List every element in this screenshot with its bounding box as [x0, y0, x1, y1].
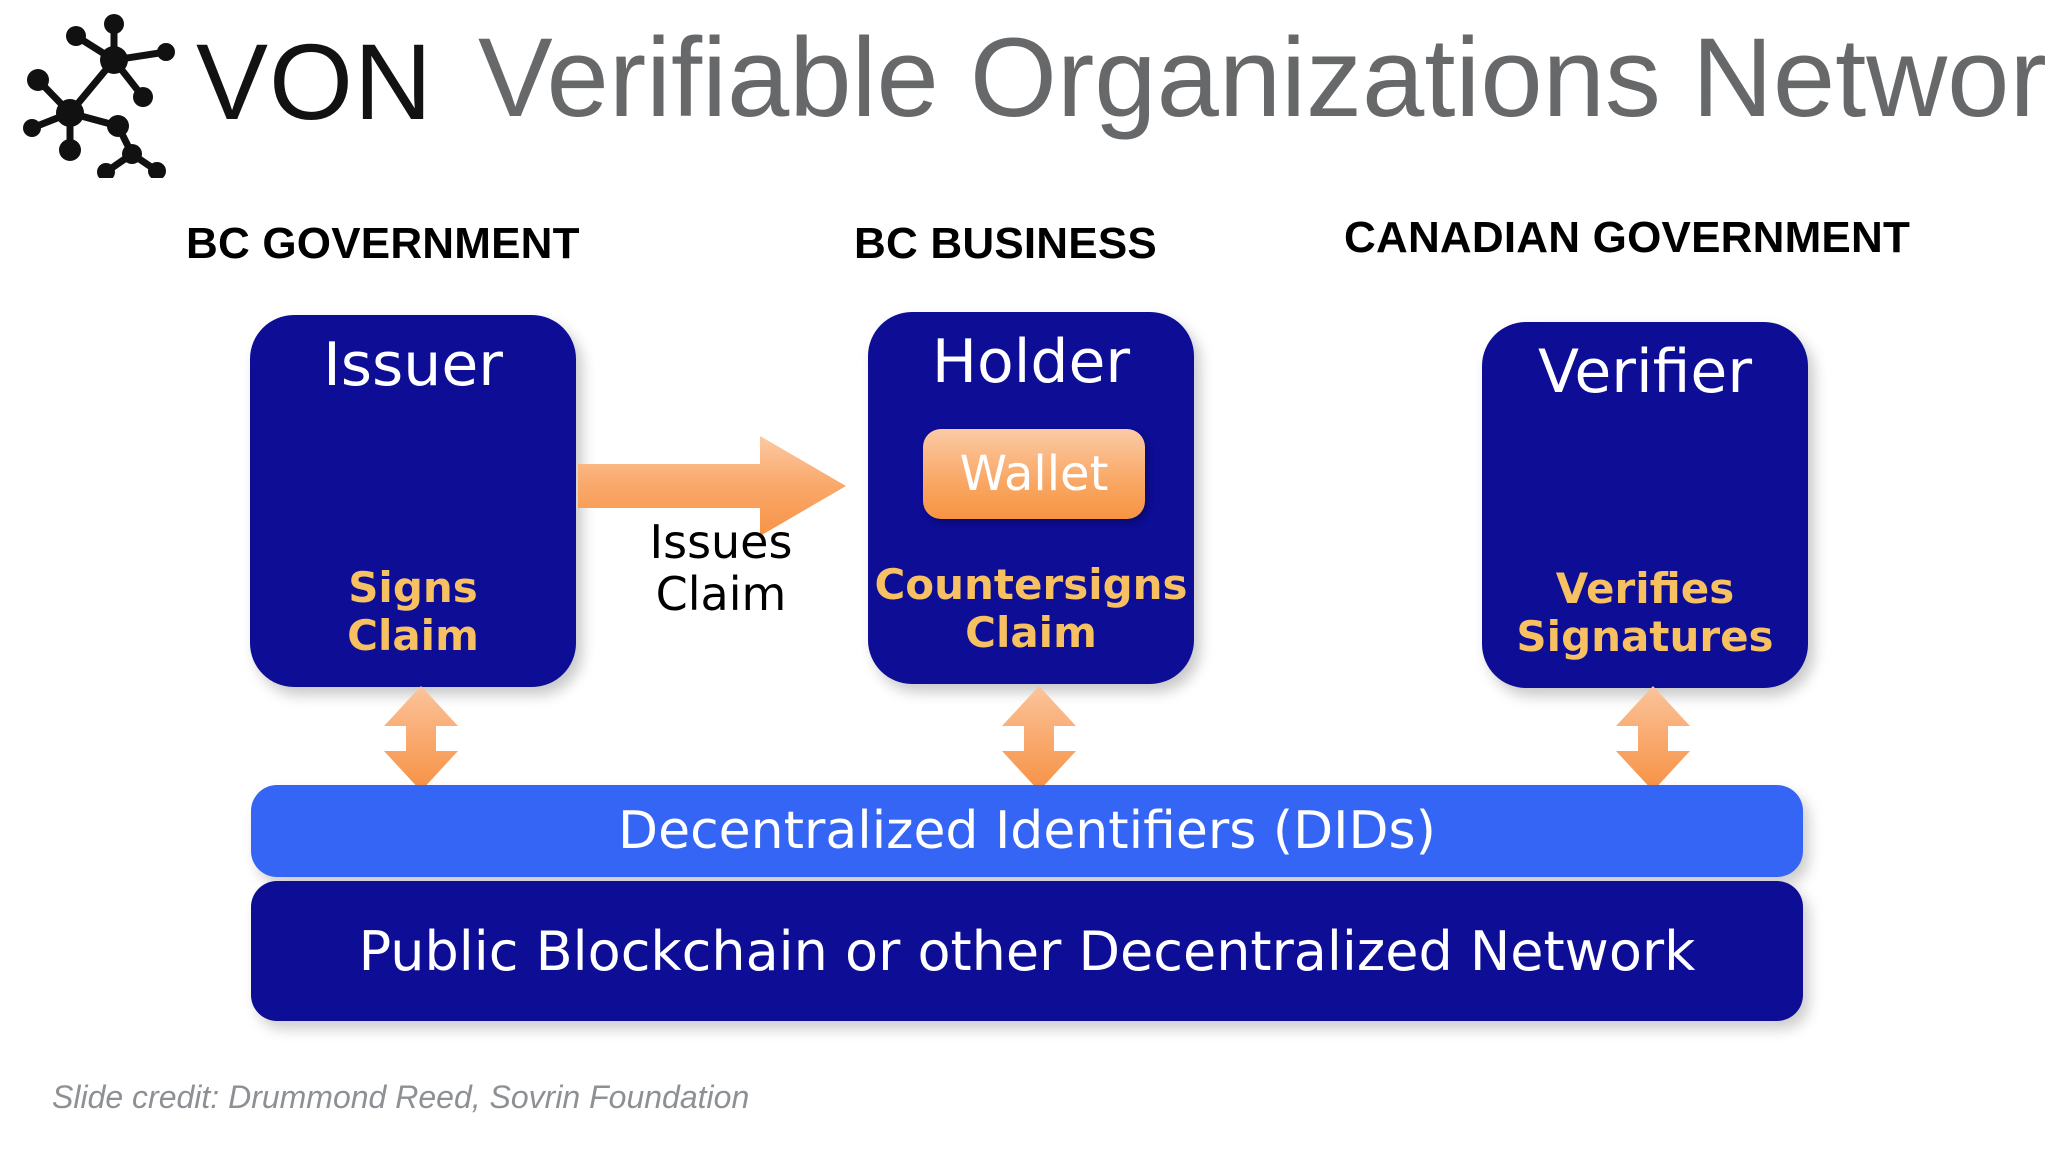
actor-box-verifier[interactable]: Verifier Verifies Signatures — [1482, 322, 1808, 688]
actor-box-issuer[interactable]: Issuer Signs Claim — [250, 315, 576, 687]
actor-subtitle-holder: Countersigns Claim — [874, 559, 1188, 658]
bidirectional-arrow-icon-holder — [1000, 686, 1078, 791]
column-caption-bc-business: BC BUSINESS — [854, 219, 1157, 268]
actor-title-verifier: Verifier — [1537, 337, 1752, 407]
wallet-chip[interactable]: Wallet — [923, 429, 1145, 519]
actor-title-issuer: Issuer — [323, 330, 503, 400]
column-caption-bc-government: BC GOVERNMENT — [186, 219, 580, 268]
von-network-logo-icon — [18, 8, 193, 181]
column-caption-canadian-government: CANADIAN GOVERNMENT — [1344, 213, 1911, 262]
brand-wordmark: VON — [196, 21, 434, 142]
slide-credit: Slide credit: Drummond Reed, Sovrin Foun… — [52, 1079, 750, 1115]
issues-claim-arrow-icon — [578, 432, 848, 540]
issues-claim-label: Issues Claim — [649, 515, 793, 622]
actor-subtitle-issuer: Signs Claim — [347, 562, 479, 661]
layer-bar-blockchain[interactable]: Public Blockchain or other Decentralized… — [251, 881, 1803, 1021]
actor-box-holder[interactable]: Holder Wallet Countersigns Claim — [868, 312, 1194, 684]
bidirectional-arrow-icon-verifier — [1614, 686, 1692, 791]
actor-subtitle-verifier: Verifies Signatures — [1516, 563, 1774, 662]
page-header: VON Verifiable Organizations Network — [0, 0, 2048, 190]
actor-title-holder: Holder — [931, 327, 1131, 397]
page-title: Verifiable Organizations Network — [478, 15, 2048, 140]
layer-bar-dids[interactable]: Decentralized Identifiers (DIDs) — [251, 785, 1803, 877]
bidirectional-arrow-icon-issuer — [382, 686, 460, 791]
